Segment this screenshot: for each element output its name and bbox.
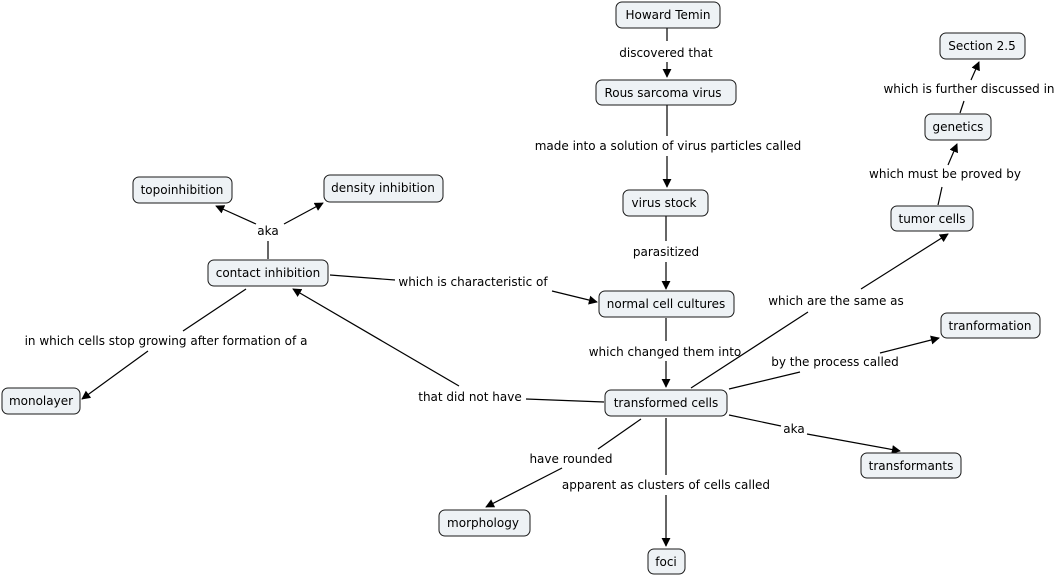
node-label-transformed-cells: transformed cells — [614, 396, 719, 410]
node-genetics[interactable]: genetics — [924, 113, 992, 141]
link-label-which-are-the-same-as: which are the same as — [768, 294, 904, 308]
node-section-2-5[interactable]: Section 2.5 — [939, 32, 1026, 60]
edge-transformed-cells-to-foci: apparent as clusters of cells called — [562, 418, 770, 547]
node-transformed-cells[interactable]: transformed cells — [604, 389, 728, 417]
edge-normal-cell-cultures-to-transformed-cells: which changed them into — [589, 318, 742, 388]
link-label-that-did-not-have: that did not have — [418, 390, 521, 404]
link-label-parasitized: parasitized — [633, 245, 699, 259]
node-label-tranformation: tranformation — [949, 319, 1032, 333]
node-label-genetics: genetics — [933, 120, 984, 134]
node-label-contact-inhibition: contact inhibition — [216, 266, 321, 280]
node-label-density-inhibition: density inhibition — [331, 181, 435, 195]
edge-virus-stock-to-normal-cell-cultures: parasitized — [633, 216, 699, 290]
node-normal-cell-cultures[interactable]: normal cell cultures — [598, 290, 735, 318]
edge-transformed-cells-to-tumor-cells: which are the same as — [690, 233, 949, 389]
edge-transformed-cells-to-tranformation: by the process called — [728, 335, 940, 390]
edge-contact-inhibition-aka: aka — [215, 202, 324, 259]
edge-rous-sarcoma-virus-to-virus-stock: made into a solution of virus particles … — [535, 105, 802, 188]
link-label-which-is-characteristic-of: which is characteristic of — [398, 275, 548, 289]
node-transformants[interactable]: transformants — [860, 452, 962, 479]
link-label-which-is-further-discussed-in: which is further discussed in — [883, 82, 1054, 96]
node-topoinhibition[interactable]: topoinhibition — [132, 176, 233, 204]
node-density-inhibition[interactable]: density inhibition — [323, 174, 444, 203]
link-label-apparent-as-clusters: apparent as clusters of cells called — [562, 478, 770, 492]
link-label-in-which-cells-stop: in which cells stop growing after format… — [25, 334, 308, 348]
node-monolayer[interactable]: monolayer — [1, 387, 81, 415]
edge-transformed-cells-to-transformants: aka — [728, 414, 901, 454]
edge-contact-inhibition-to-normal-cell-cultures: which is characteristic of — [329, 274, 598, 305]
node-morphology[interactable]: morphology — [438, 509, 531, 537]
link-label-which-changed-them-into: which changed them into — [589, 345, 742, 359]
edge-contact-inhibition-to-monolayer: in which cells stop growing after format… — [25, 288, 308, 400]
node-tranformation[interactable]: tranformation — [940, 312, 1041, 339]
node-rous-sarcoma-virus[interactable]: Rous sarcoma virus — [595, 79, 737, 106]
node-foci[interactable]: foci — [647, 548, 686, 575]
link-label-have-rounded: have rounded — [529, 452, 612, 466]
edge-transformed-cells-to-morphology: have rounded — [485, 418, 642, 508]
node-label-rous-sarcoma-virus: Rous sarcoma virus — [604, 86, 721, 100]
edge-transformed-cells-to-contact-inhibition: that did not have — [292, 288, 605, 404]
link-label-which-must-be-proved-by: which must be proved by — [869, 167, 1021, 181]
node-label-monolayer: monolayer — [9, 394, 73, 408]
node-label-section-2-5: Section 2.5 — [948, 39, 1015, 53]
link-label-aka-transformed: aka — [783, 422, 804, 436]
node-label-topoinhibition: topoinhibition — [141, 183, 224, 197]
edge-tumor-cells-to-genetics: which must be proved by — [869, 143, 1021, 206]
edge-genetics-to-section-2-5: which is further discussed in — [883, 61, 1055, 114]
node-howard-temin[interactable]: Howard Temin — [615, 1, 721, 29]
link-label-aka-contact: aka — [257, 224, 278, 238]
link-label-made-into-solution: made into a solution of virus particles … — [535, 139, 802, 153]
edge-howard-temin-to-rous-sarcoma-virus: discovered that — [619, 28, 713, 78]
link-label-by-the-process-called: by the process called — [771, 355, 899, 369]
node-label-normal-cell-cultures: normal cell cultures — [607, 297, 725, 311]
node-tumor-cells[interactable]: tumor cells — [890, 205, 974, 232]
node-label-morphology: morphology — [447, 516, 519, 530]
node-contact-inhibition[interactable]: contact inhibition — [207, 259, 329, 287]
node-label-howard-temin: Howard Temin — [626, 8, 711, 22]
node-label-foci: foci — [655, 555, 677, 569]
node-label-tumor-cells: tumor cells — [899, 212, 966, 226]
node-label-transformants: transformants — [869, 459, 954, 473]
link-label-discovered-that: discovered that — [619, 46, 713, 60]
node-virus-stock[interactable]: virus stock — [622, 189, 709, 217]
node-label-virus-stock: virus stock — [632, 196, 697, 210]
